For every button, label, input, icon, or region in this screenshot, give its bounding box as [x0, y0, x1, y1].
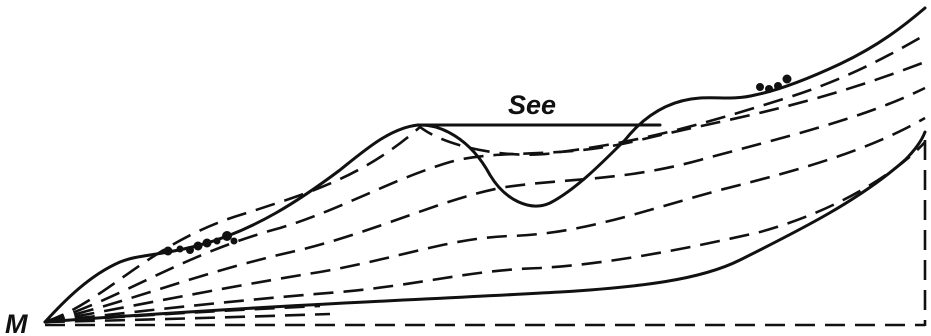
boulder — [193, 241, 203, 251]
layer-line-3 — [44, 86, 926, 324]
boulder — [202, 238, 212, 248]
boulder — [186, 246, 194, 254]
boulder — [765, 85, 773, 93]
boulder — [176, 245, 184, 253]
boulder — [756, 83, 764, 91]
layer-line-7 — [44, 312, 331, 324]
origin-point-label: M — [5, 309, 28, 336]
left-boulder-cluster — [163, 231, 238, 256]
ground-surface-line — [43, 6, 927, 324]
boulder — [782, 74, 792, 84]
layer-line-5 — [44, 141, 926, 324]
right-boulder-cluster — [756, 74, 792, 93]
layer-line-2 — [44, 60, 926, 324]
layer-line-4 — [44, 116, 926, 324]
lake-label: See — [508, 90, 556, 120]
boulder — [163, 246, 173, 256]
boulder — [774, 82, 782, 90]
bedrock-base-line — [43, 130, 927, 324]
boulder — [222, 231, 232, 241]
boulder — [230, 237, 238, 245]
boulder — [213, 237, 221, 245]
layer-line-1 — [44, 33, 926, 324]
